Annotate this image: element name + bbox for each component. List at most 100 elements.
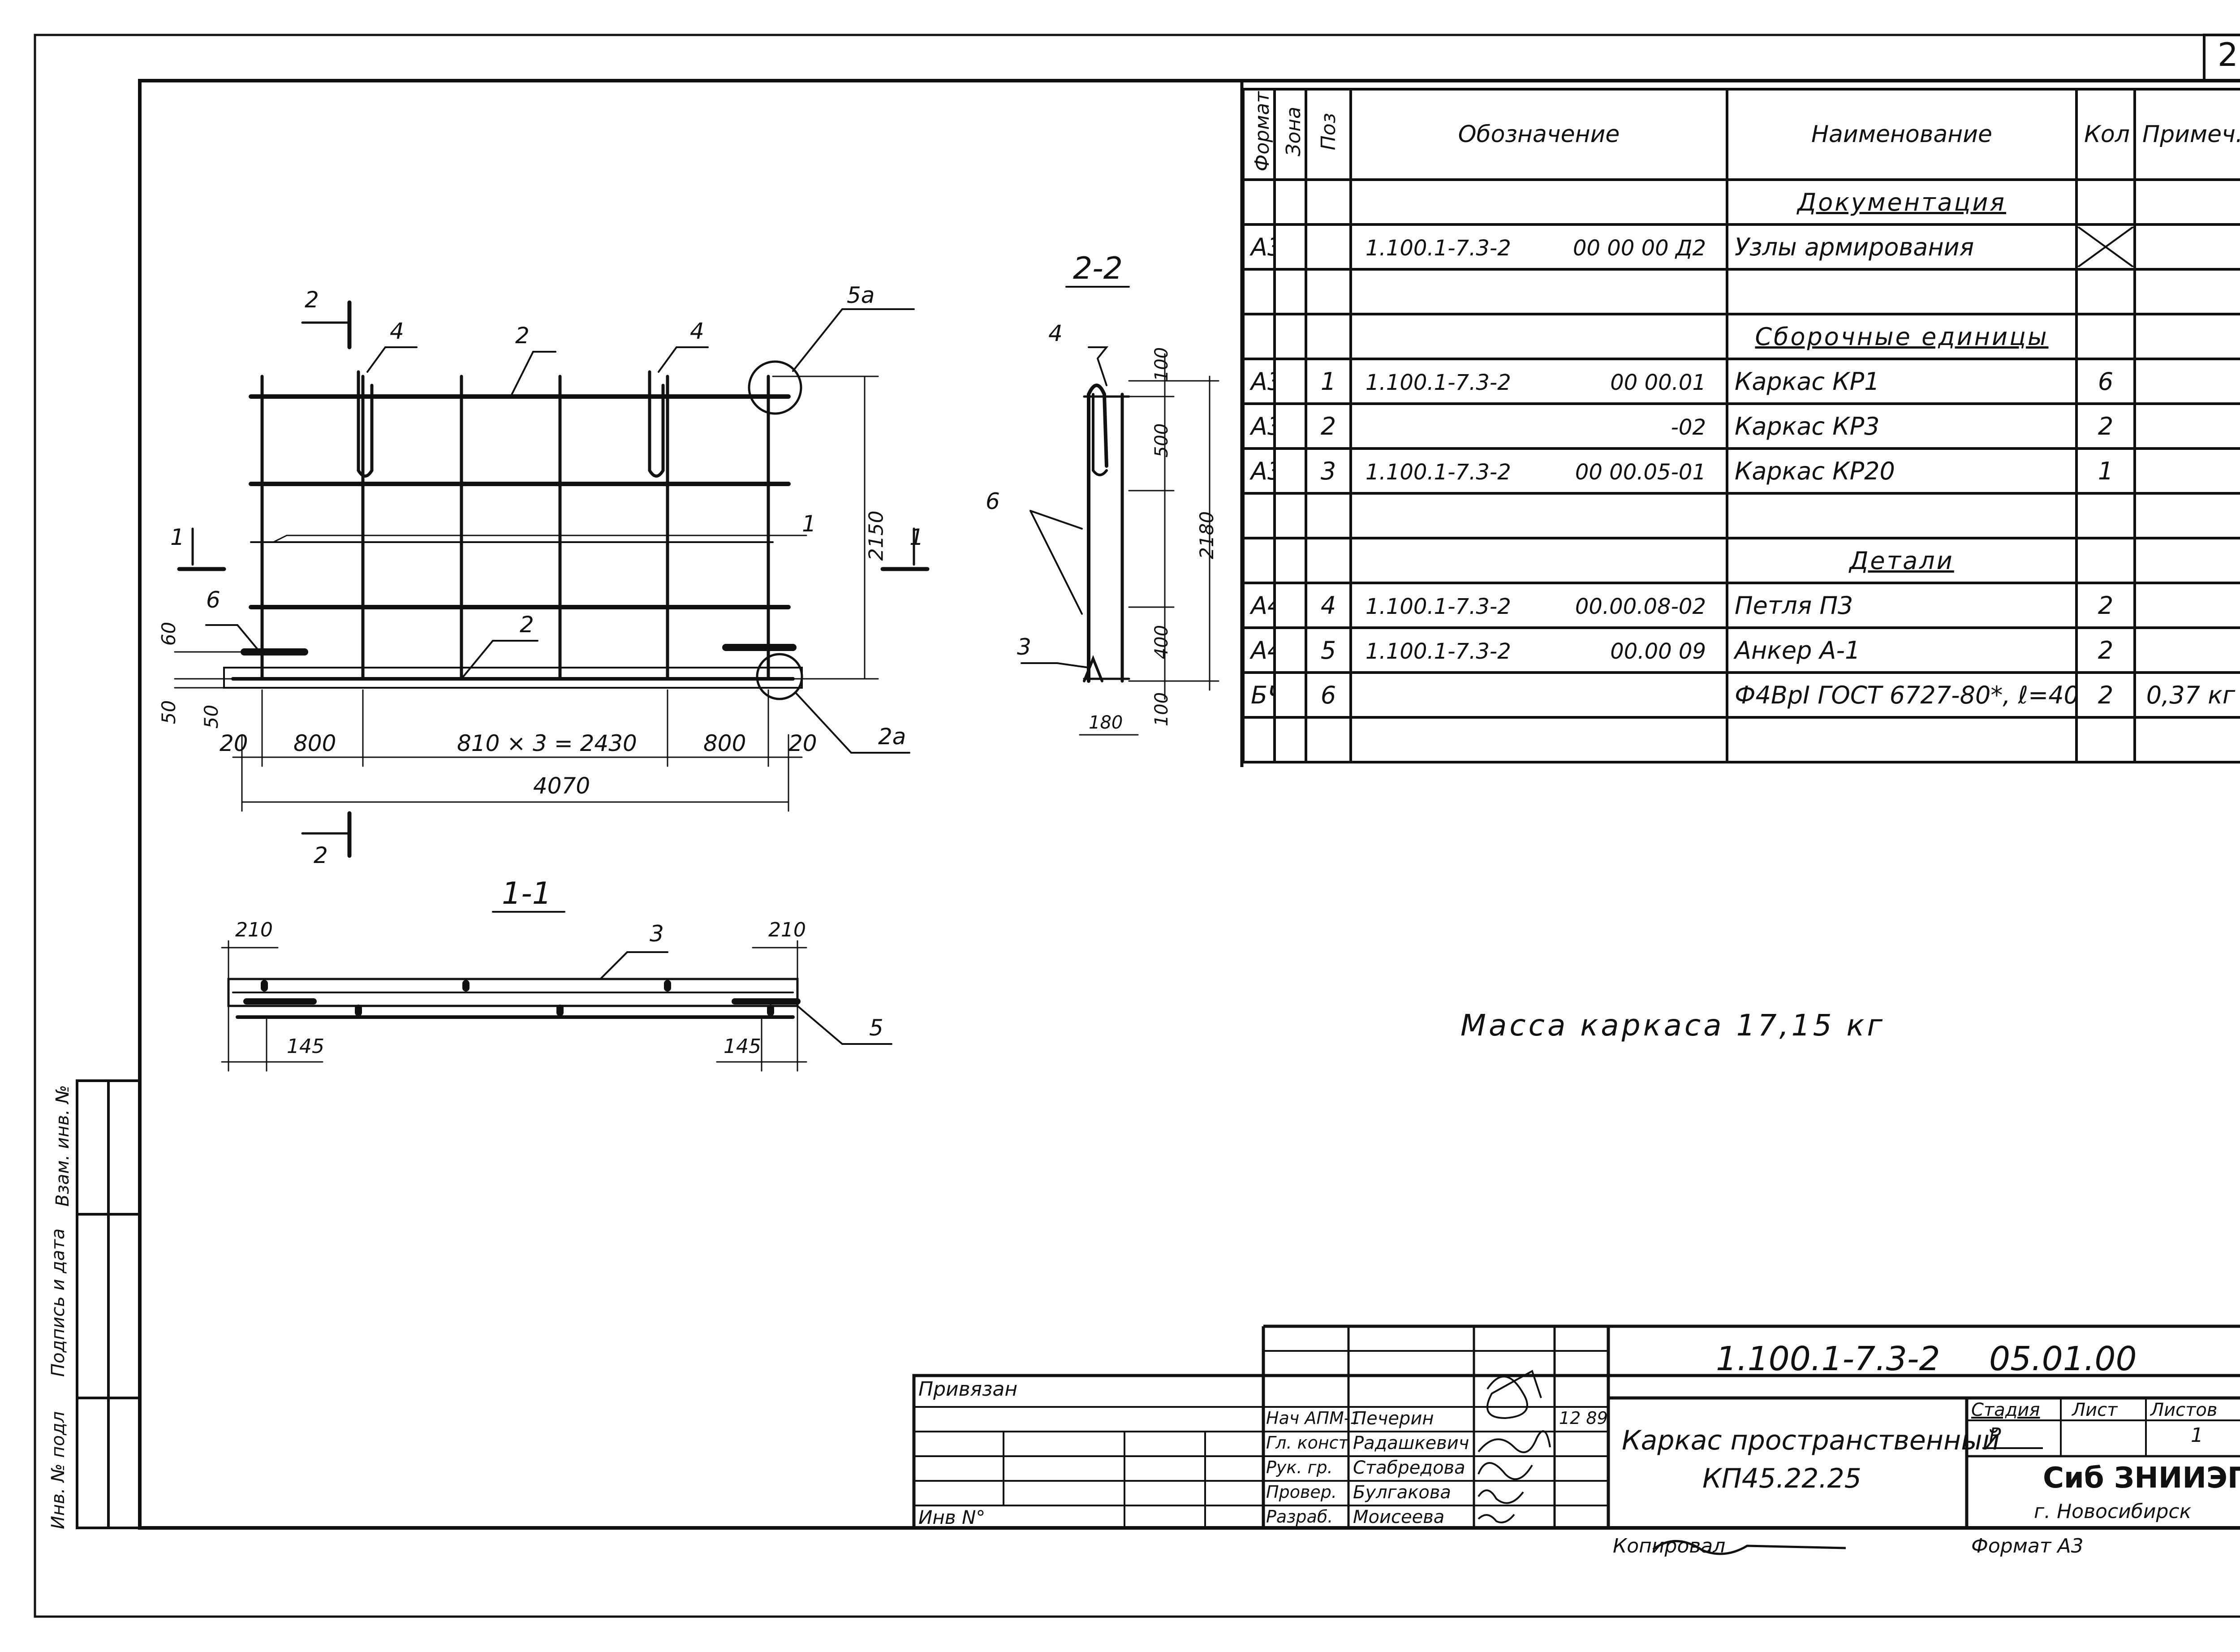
section-heading: Детали — [1726, 537, 2078, 584]
tb-doc-code-b: 05.01.00 — [1989, 1340, 2137, 1378]
section-2-2-view — [1021, 286, 1219, 736]
cell-note: 0,37 кг — [2133, 671, 2240, 719]
col-qty: Кол — [2075, 88, 2136, 181]
cell-designation — [1349, 178, 1728, 226]
designation-code: 1.100.1-7.3-2 — [1366, 370, 1511, 395]
cell-empty — [1242, 268, 1276, 315]
cell-format: А3 — [1242, 358, 1276, 405]
tb-role-4: Разраб. — [1266, 1507, 1333, 1527]
cell-empty — [2133, 268, 2240, 315]
spec-row: Детали — [1242, 537, 2240, 584]
tb-role-2: Рук. гр. — [1266, 1458, 1333, 1477]
cell-pos — [1305, 178, 1352, 226]
s22-dim-500: 500 — [1151, 423, 1172, 458]
tb-name-2: Стабредова — [1353, 1458, 1465, 1478]
tb-sheets-value: 1 — [2191, 1424, 2203, 1447]
cell-designation — [1349, 671, 1728, 719]
sheet-number-box — [2203, 34, 2240, 82]
cell-qty — [2075, 178, 2136, 226]
cell-zone — [1273, 671, 1307, 719]
col-note: Примеч. — [2133, 88, 2240, 181]
cell-zone — [1273, 178, 1307, 226]
dim-800-right: 800 — [703, 730, 746, 756]
cell-qty: 6 — [2075, 358, 2136, 405]
designation-suffix: 00.00.08-02 — [1575, 594, 1706, 619]
cell-qty: 2 — [2075, 402, 2136, 450]
title-block-lines — [912, 1324, 2240, 1530]
cell-note — [2133, 626, 2240, 674]
pos-label-1: 1 — [802, 511, 816, 537]
designation-suffix: -02 — [1671, 414, 1706, 440]
specification-table: Формат Зона Поз Обозначение Наименование… — [1242, 88, 2240, 763]
s11-dim-210-right: 210 — [768, 919, 806, 941]
cell-format: А3 — [1242, 223, 1276, 271]
section-heading: Документация — [1726, 178, 2078, 226]
cell-zone — [1273, 537, 1307, 584]
designation-code: 1.100.1-7.3-2 — [1366, 235, 1511, 261]
section-heading: Сборочные единицы — [1726, 313, 2078, 360]
cell-pos: 3 — [1305, 447, 1352, 495]
side-stamp-lines — [76, 1079, 141, 1529]
cell-empty — [1726, 268, 2078, 315]
cell-format: А4 — [1242, 626, 1276, 674]
dim-20-right: 20 — [788, 730, 817, 756]
dim-2150: 2150 — [865, 510, 888, 561]
cell-note — [2133, 358, 2240, 405]
spec-row: А3 1.100.1-7.3-2 00 00 00 Д2 Узлы армирован… — [1242, 223, 2240, 271]
outer-border — [34, 34, 2240, 1618]
section-mark-2-top: 2 — [305, 287, 319, 313]
dim-50-a: 50 — [158, 700, 180, 725]
s11-dim-210-left: 210 — [235, 919, 273, 941]
cell-designation: 1.100.1-7.3-2 00 00.01 — [1349, 358, 1728, 405]
cell-note — [2133, 537, 2240, 584]
s22-dim-100-bottom: 100 — [1151, 692, 1172, 727]
tb-name-0: Печерин — [1353, 1408, 1434, 1429]
designation-suffix: 00 00.01 — [1610, 370, 1706, 395]
tb-product-name-2: КП45.22.25 — [1702, 1463, 1861, 1494]
cell-empty — [1242, 716, 1276, 763]
tb-stage-label: Стадия — [1971, 1400, 2040, 1420]
cell-format: А3 — [1242, 447, 1276, 495]
dim-20-left: 20 — [220, 730, 248, 756]
designation-suffix: 00 00.05-01 — [1575, 459, 1706, 485]
cell-note — [2133, 223, 2240, 271]
stamp-inv-orig: Инв. № подл — [48, 1411, 69, 1529]
cell-empty — [1273, 716, 1307, 763]
signatures-graphic — [1478, 1370, 1846, 1555]
tb-org-1: Сиб ЗНИИЭП — [2043, 1462, 2240, 1495]
tb-role-0: Нач АПМ-1 — [1266, 1408, 1361, 1428]
cell-zone — [1273, 582, 1307, 629]
designation-suffix: 00 00 00 Д2 — [1572, 235, 1706, 261]
cell-name: Узлы армирования — [1726, 223, 2078, 271]
section-mark-1-left: 1 — [170, 524, 185, 550]
pos-label-6: 6 — [206, 587, 220, 613]
cell-format: БЧ — [1242, 671, 1276, 719]
pos-label-4-right: 4 — [690, 318, 704, 344]
tb-stage-value: Р — [1989, 1424, 2001, 1447]
cell-zone — [1273, 223, 1307, 271]
cell-pos: 1 — [1305, 358, 1352, 405]
cell-note — [2133, 313, 2240, 360]
cell-empty — [2133, 716, 2240, 763]
col-format: Формат — [1242, 88, 1276, 181]
s22-dim-180: 180 — [1089, 712, 1123, 733]
s22-dim-100-top: 100 — [1151, 347, 1172, 382]
col-designation: Обозначение — [1349, 88, 1728, 181]
cell-pos: 2 — [1305, 402, 1352, 450]
cell-empty — [1349, 268, 1728, 315]
tb-format: Формат А3 — [1971, 1535, 2084, 1557]
section-2-2-title: 2-2 — [1073, 251, 1123, 286]
section-1-1-view — [221, 911, 892, 1072]
cell-qty: 2 — [2075, 582, 2136, 629]
cell-empty — [1273, 492, 1307, 539]
pos-label-2a: 2а — [878, 724, 906, 750]
pos-label-4-left: 4 — [390, 318, 404, 344]
designation-suffix: 00.00 09 — [1610, 638, 1706, 664]
col-zone: Зона — [1273, 88, 1307, 181]
